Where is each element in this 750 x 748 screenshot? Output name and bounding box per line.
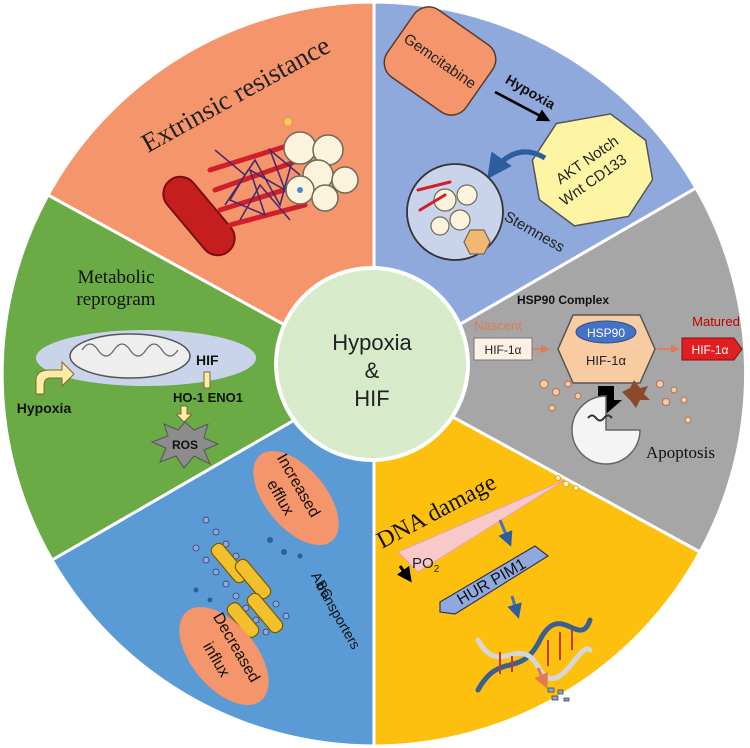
center-group: Hypoxia & HIF	[274, 266, 470, 462]
burst-shape	[622, 380, 650, 408]
matured-label: Matured	[692, 314, 740, 329]
matured-hif-box	[681, 337, 743, 361]
metabolic-title-line2: reprogram	[76, 289, 155, 310]
dna-fragments-shape	[547, 687, 570, 702]
ros-label: ROS	[172, 438, 198, 452]
stem-cells-shape	[430, 184, 491, 255]
genes-down-arrow	[174, 405, 194, 423]
apoptosis-group: HSP90 Complex Nascent HIF-1α HSP90 HIF-1…	[473, 293, 743, 465]
cristae-shape	[81, 343, 179, 357]
blue-dot-shape	[297, 187, 303, 193]
hypoxia-arrow	[494, 90, 551, 122]
center-line3: HIF	[354, 386, 389, 411]
oxygen-gradient-shape	[397, 479, 566, 573]
nascent-hif-label: HIF-1α	[485, 343, 522, 357]
orange-arrow	[534, 667, 548, 689]
hif-down-arrow-shaft	[203, 371, 211, 389]
apoptosis-label: Apoptosis	[646, 443, 715, 462]
blue-arrow-1	[498, 519, 513, 547]
hsp90-ellipse	[575, 320, 637, 344]
ros-burst-shape	[150, 421, 220, 469]
matured-hif-label: HIF-1α	[692, 343, 729, 357]
apoptotic-cell-shape	[571, 395, 641, 465]
metabolic-group: Metabolic reprogram HIF Hypoxia HO-1 ENO…	[17, 267, 256, 469]
apoptotic-bodies-shape	[539, 379, 692, 424]
po2-label: PO2	[412, 555, 440, 575]
hsp90-label: HSP90	[587, 326, 625, 340]
center-circle	[274, 266, 470, 462]
hif-label: HIF	[196, 352, 219, 368]
drug-molecules-shape	[193, 537, 303, 603]
hypoxia-curved-arrow	[35, 360, 75, 395]
genes-metabolic-label: HO-1 ENO1	[173, 390, 243, 405]
complex-hif-label: HIF-1α	[586, 353, 627, 368]
segment-extrinsic	[45, 0, 376, 377]
gemcitabine-box	[383, 6, 497, 116]
complex-title: HSP90 Complex	[517, 293, 609, 307]
efflux-ellipse	[253, 450, 339, 546]
gradient-dots-shape	[555, 475, 579, 491]
hypoxia-label: Hypoxia	[17, 400, 72, 416]
center-line1: Hypoxia	[332, 330, 412, 355]
stem-fibers-shape	[416, 180, 452, 212]
blood-vessel-shape	[162, 175, 236, 257]
influx-ellipse	[179, 607, 269, 705]
center-line2: &	[365, 358, 380, 383]
curved-blue-arrow	[487, 149, 547, 180]
yellow-dot-shape	[284, 118, 292, 126]
down-arrow-po2	[396, 565, 412, 583]
mitochondrion-shape	[69, 333, 191, 379]
blue-arrow-2	[507, 595, 522, 619]
nascent-label: Nascent	[474, 318, 522, 333]
segment-apoptosis	[370, 185, 748, 555]
po2-subscript: 2	[434, 564, 440, 575]
fibroblast-network-shape	[214, 147, 301, 221]
genes-box	[439, 545, 550, 615]
nascent-hif-box	[473, 337, 533, 361]
pathway-octagon	[531, 113, 654, 227]
fragmented-dna-shape	[587, 414, 613, 422]
base-pairs-shape	[499, 630, 573, 674]
po2-main: PO	[412, 555, 434, 572]
metabolic-title-line1: Metabolic	[77, 267, 154, 288]
